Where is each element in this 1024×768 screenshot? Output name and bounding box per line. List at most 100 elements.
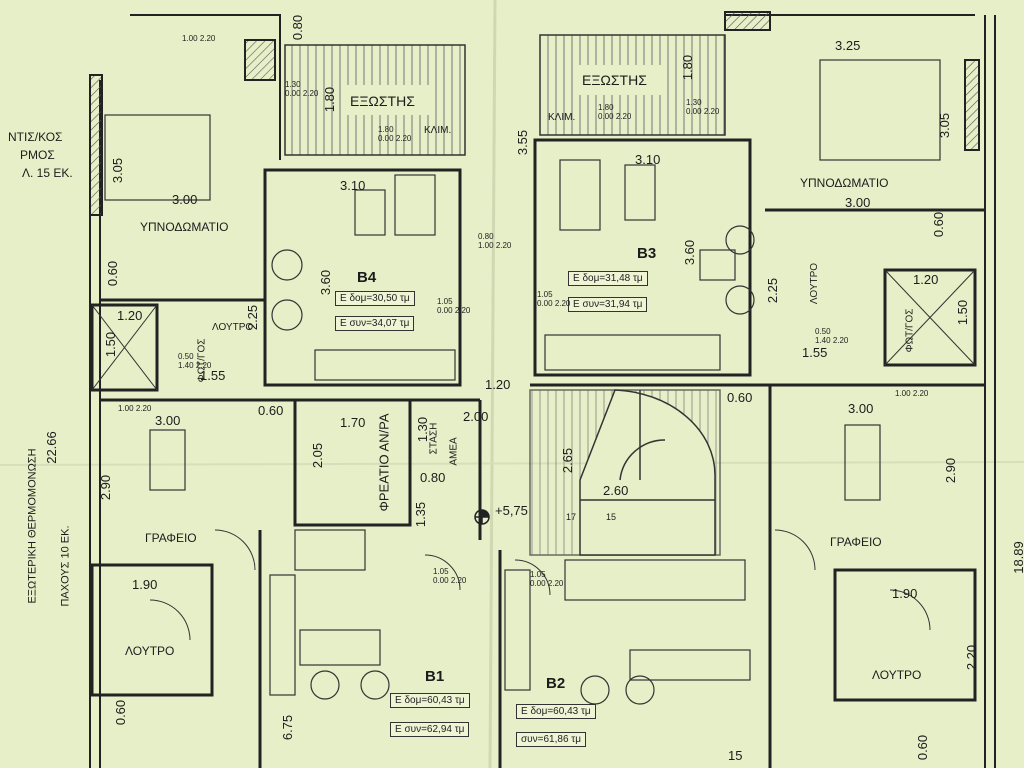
dim-3-05-right: 3.05 bbox=[937, 112, 953, 139]
outer-walls bbox=[89, 11, 996, 768]
klim-right: ΚΛΙΜ. bbox=[548, 112, 576, 123]
dim-3-00-bedroom-right: 3.00 bbox=[845, 195, 871, 210]
furniture bbox=[149, 159, 881, 705]
dim-1-35: 1.35 bbox=[413, 501, 429, 528]
bathroom-b4-label: ΛΟΥΤΡΟ bbox=[212, 322, 254, 333]
dim-0-80-top: 0.80 bbox=[290, 14, 306, 41]
dim-0-80-shaft: 0.80 bbox=[420, 470, 446, 485]
shaft-label: ΦΡΕΑΤΙΟ ΑΝ/ΡΑ bbox=[376, 413, 392, 512]
balcony-right bbox=[539, 34, 726, 136]
bedroom-left-label: ΥΠΝΟΔΩΜΑΤΙΟ bbox=[140, 220, 229, 234]
unit-b4-area-dom: Ε δομ=30,50 τμ bbox=[335, 291, 415, 306]
dim-1-90-right: 1.90 bbox=[892, 586, 918, 601]
unit-b3-area-syn: Ε συν=31,94 τμ bbox=[568, 297, 648, 312]
dim-3-05-left: 3.05 bbox=[110, 157, 126, 184]
dim-6-75: 6.75 bbox=[280, 714, 296, 741]
level-label: +5,75 bbox=[495, 503, 528, 518]
unit-b2-name: B2 bbox=[546, 675, 566, 692]
dim-3-00-office-right: 3.00 bbox=[848, 401, 874, 416]
dim-3-10-right: 3.10 bbox=[635, 152, 661, 167]
door-swings bbox=[149, 529, 931, 641]
dim-2-20: 2.20 bbox=[964, 644, 980, 671]
dim-2-25-right: 2.25 bbox=[765, 277, 781, 304]
opening-tag-office-right: 1.00 2.20 bbox=[895, 389, 929, 398]
left-note-2: ΡΜΟΣ bbox=[20, 148, 55, 162]
dim-1-70: 1.70 bbox=[340, 415, 366, 430]
dim-2-05: 2.05 bbox=[310, 442, 326, 469]
unit-b4-area-syn: Ε συν=34,07 τμ bbox=[335, 316, 415, 331]
dim-1-20-skylight-right: 1.20 bbox=[913, 272, 939, 287]
dim-0-60-left: 0.60 bbox=[105, 260, 121, 287]
office-left-label: ΓΡΑΦΕΙΟ bbox=[145, 531, 197, 545]
opening-tag-office-left: 1.00 2.20 bbox=[118, 404, 152, 413]
dim-3-00-office-left: 3.00 bbox=[155, 413, 181, 428]
dim-3-55: 3.55 bbox=[515, 129, 531, 156]
skylight-right-label: ΦΩΤ/ΓΟΣ bbox=[904, 308, 916, 353]
unit-b3-area-dom: Ε δομ=31,48 τμ bbox=[568, 271, 648, 286]
dim-1-30: 1.30 bbox=[415, 416, 431, 443]
dim-3-00-bedroom-left: 3.00 bbox=[172, 192, 198, 207]
klim-left: ΚΛΙΜ. bbox=[424, 125, 452, 136]
dim-2-65: 2.65 bbox=[560, 447, 576, 474]
dim-15-stair-bottom: 15 bbox=[728, 748, 743, 763]
beds bbox=[104, 59, 941, 201]
balcony-left-label: ΕΞΩΣΤΗΣ bbox=[350, 93, 415, 109]
dim-1-20-stair: 1.20 bbox=[485, 377, 511, 392]
dim-1-80-left: 1.80 bbox=[322, 86, 338, 113]
shaft-cross bbox=[91, 269, 976, 391]
dim-22-66: 22.66 bbox=[43, 431, 59, 464]
bathroom-b3-label: ΛΟΥΤΡΟ bbox=[809, 262, 821, 305]
dim-3-60-right: 3.60 bbox=[682, 239, 698, 266]
opening-tag-top-left: 1.00 2.20 bbox=[182, 34, 216, 43]
balcony-right-label: ΕΞΩΣΤΗΣ bbox=[582, 72, 647, 88]
unit-b1-name: B1 bbox=[425, 668, 445, 685]
bathroom-b1-label: ΛΟΥΤΡΟ bbox=[125, 644, 175, 658]
kitchens bbox=[269, 334, 746, 696]
unit-b1-area-dom: Ε δομ=60,43 τμ bbox=[390, 693, 470, 708]
left-note-3: Λ. 15 ΕΚ. bbox=[22, 166, 73, 180]
unit-b2-area-dom: Ε δομ=60,43 τμ bbox=[516, 704, 596, 719]
unit-b4-name: B4 bbox=[357, 269, 377, 286]
dim-1-55-right: 1.55 bbox=[802, 345, 828, 360]
dim-1-90-left: 1.90 bbox=[132, 577, 158, 592]
unit-b3-name: B3 bbox=[637, 245, 657, 262]
dim-3-25: 3.25 bbox=[835, 38, 861, 53]
dim-1-55-left: 1.55 bbox=[200, 368, 226, 383]
balcony-left bbox=[284, 44, 466, 156]
unit-b2-area-syn: συν=61,86 τμ bbox=[516, 732, 586, 747]
dim-15-stair: 15 bbox=[606, 512, 617, 522]
staircase bbox=[529, 389, 721, 556]
dim-0-60-right: 0.60 bbox=[931, 211, 947, 238]
bedroom-right-label: ΥΠΝΟΔΩΜΑΤΙΟ bbox=[800, 176, 889, 190]
dim-17-stair: 17 bbox=[566, 512, 577, 522]
unit-b1-area-syn: Ε συν=62,94 τμ bbox=[390, 722, 470, 737]
level-marker bbox=[474, 509, 490, 525]
left-note-1: ΝΤΙΣ/ΚΟΣ bbox=[8, 130, 63, 144]
dim-1-50-right: 1.50 bbox=[955, 299, 971, 326]
amea-label: ΑΜΕΑ bbox=[448, 437, 460, 466]
dim-2-60: 2.60 bbox=[603, 483, 629, 498]
dim-2-00: 2.00 bbox=[463, 409, 489, 424]
dim-0-60-office-right: 0.60 bbox=[727, 390, 753, 405]
dim-18-89: 18.89 bbox=[1010, 541, 1024, 574]
dim-2-90-right: 2.90 bbox=[943, 457, 959, 484]
dim-1-80-right: 1.80 bbox=[680, 54, 696, 81]
dim-3-10-left: 3.10 bbox=[340, 178, 366, 193]
dim-0-60-bottom-left: 0.60 bbox=[113, 699, 129, 726]
dim-0-60-office-left: 0.60 bbox=[258, 403, 284, 418]
dim-2-25-left: 2.25 bbox=[245, 304, 261, 331]
dim-2-90-left: 2.90 bbox=[98, 474, 114, 501]
bathroom-b2-label: ΛΟΥΤΡΟ bbox=[872, 668, 922, 682]
dim-1-50-left: 1.50 bbox=[103, 331, 119, 358]
